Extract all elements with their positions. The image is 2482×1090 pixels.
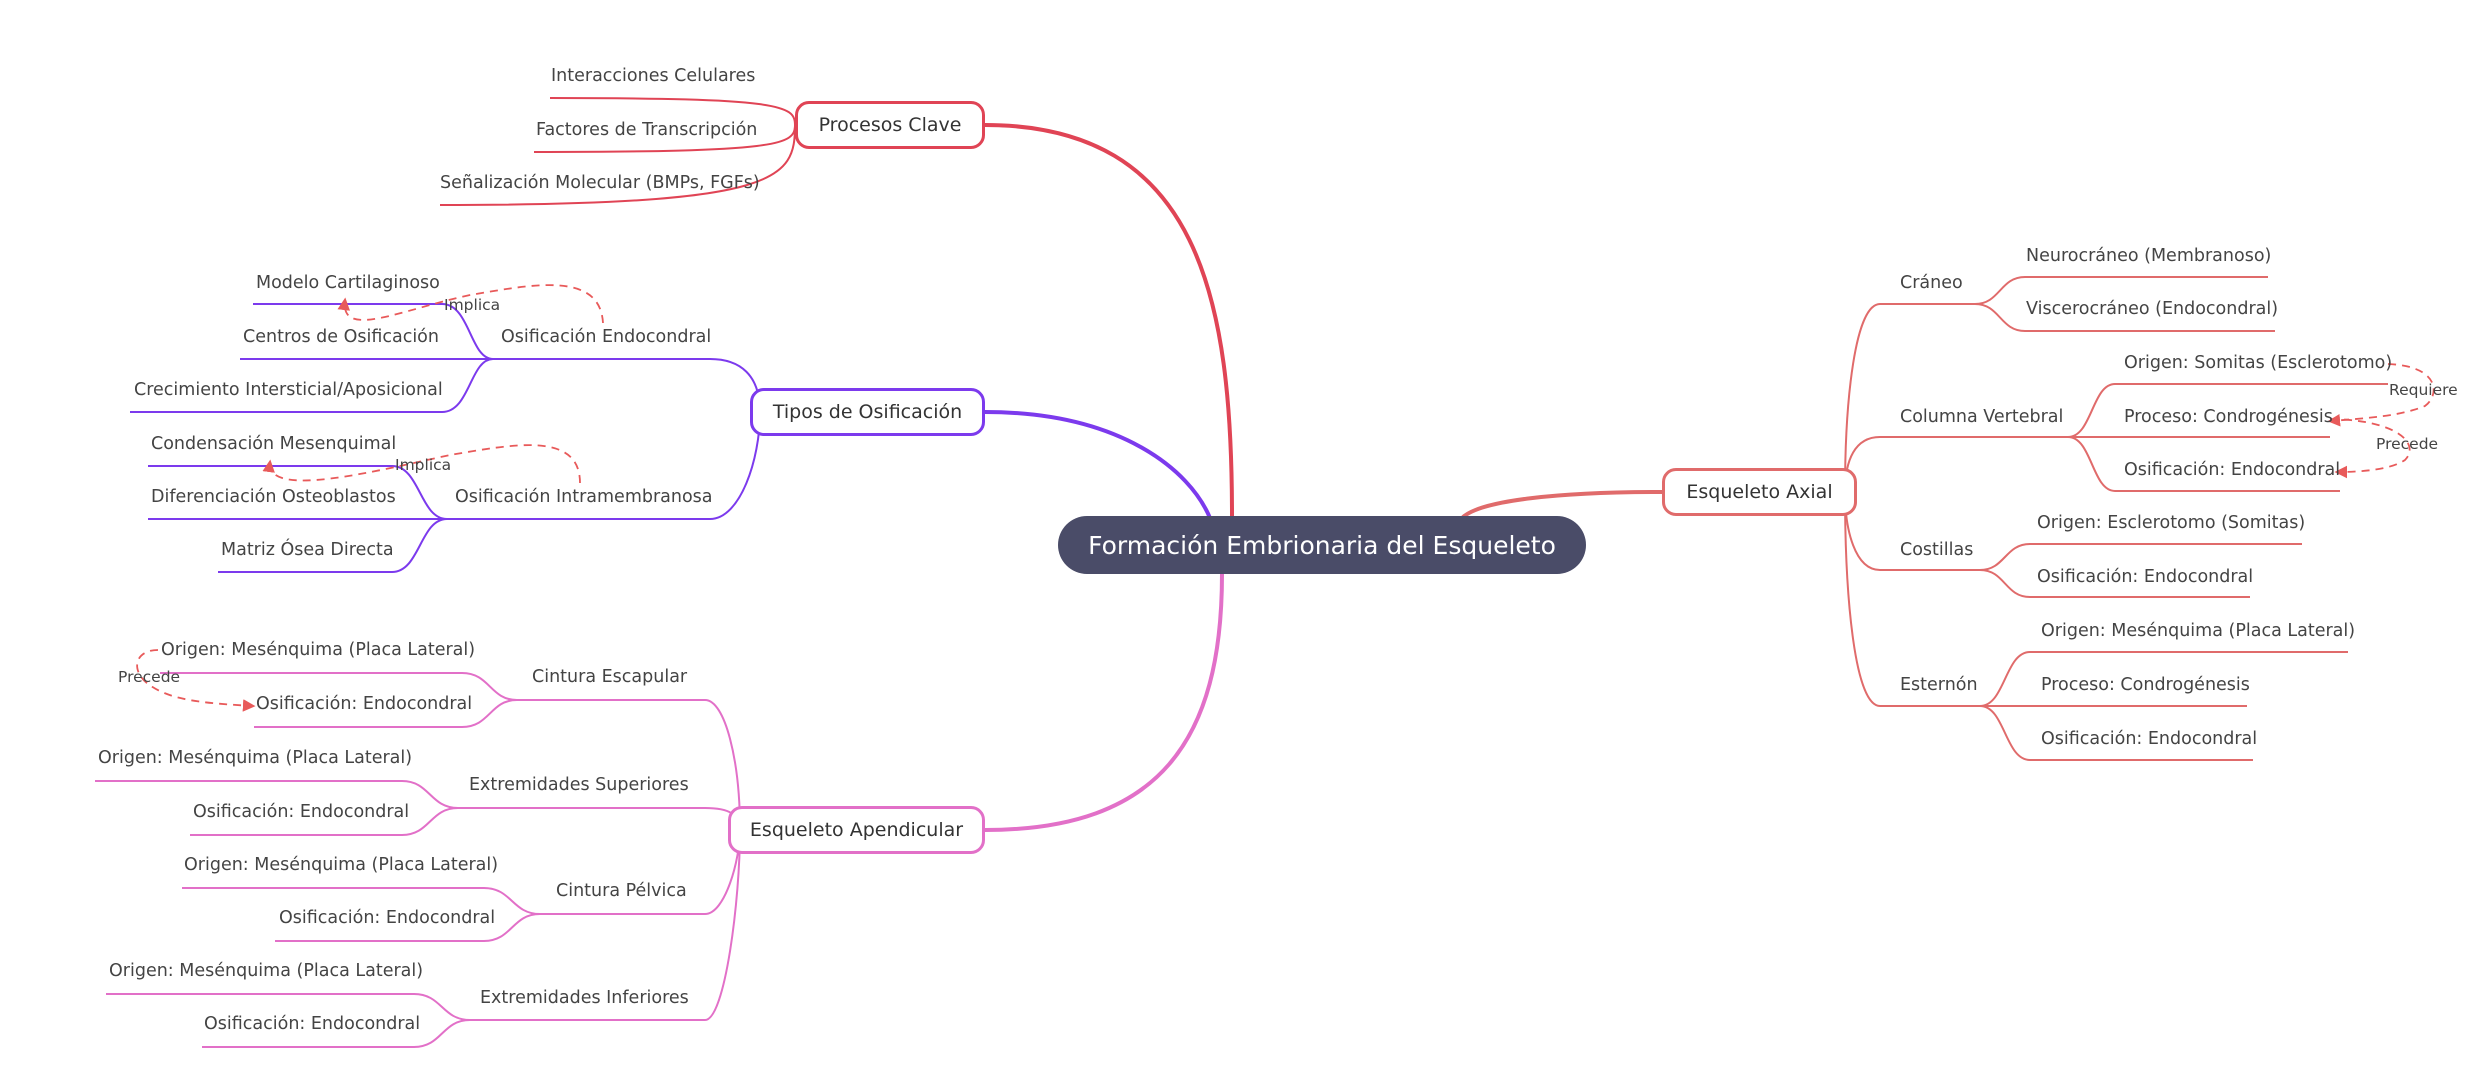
- sub-line-escapular: [517, 699, 741, 831]
- sub-esternon[interactable]: Esternón: [1900, 675, 1978, 695]
- relation-label-requiere-col[interactable]: Requiere: [2389, 381, 2458, 399]
- leaf-matriz-osea-directa[interactable]: Matriz Ósea Directa: [221, 540, 394, 560]
- leaf-interacciones-celulares[interactable]: Interacciones Celulares: [551, 66, 756, 86]
- sub-craneo[interactable]: Cráneo: [1900, 273, 1963, 293]
- branch-procesos-clave[interactable]: Procesos Clave: [795, 101, 985, 149]
- leaf-esternon-origen[interactable]: Origen: Mesénquima (Placa Lateral): [2041, 621, 2356, 641]
- relation-label-precede-esc[interactable]: Precede: [118, 668, 181, 686]
- leaf-costillas-osificacion[interactable]: Osificación: Endocondral: [2037, 567, 2254, 587]
- leaf-line-sup-1: [95, 780, 459, 809]
- leaf-line-procesos-1: [549, 97, 796, 126]
- leaf-line-sup-2: [190, 807, 459, 836]
- branch-tipos-osificacion[interactable]: Tipos de Osificación: [750, 388, 985, 436]
- leaf-crecimiento-intersticial[interactable]: Crecimiento Intersticial/Aposicional: [134, 380, 443, 400]
- sub-line-inferiores: [470, 829, 741, 1021]
- leaf-line-est-1: [1979, 651, 2348, 707]
- leaf-modelo-cartilaginoso[interactable]: Modelo Cartilaginoso: [256, 273, 440, 293]
- sub-cintura-pelvica[interactable]: Cintura Pélvica: [556, 881, 687, 901]
- branch-line-procesos: [984, 123, 1234, 517]
- sub-extremidades-superiores[interactable]: Extremidades Superiores: [469, 775, 689, 795]
- sub-costillas[interactable]: Costillas: [1900, 540, 1974, 560]
- sub-line-endocondral: [493, 358, 761, 413]
- leaf-line-cost-2: [1979, 569, 2250, 598]
- leaf-line-intra-1: [148, 465, 448, 520]
- leaf-centros-osificacion[interactable]: Centros de Osificación: [243, 327, 439, 347]
- branch-line-tipos: [984, 410, 1212, 519]
- leaf-line-cost-1: [1979, 543, 2302, 571]
- leaf-line-esc-1: [160, 672, 518, 701]
- leaf-line-pel-2: [275, 913, 541, 942]
- relation-label-precede-col[interactable]: Precede: [2376, 435, 2439, 453]
- sub-osificacion-endocondral[interactable]: Osificación Endocondral: [501, 327, 712, 347]
- sub-line-craneo: [1844, 303, 1975, 493]
- sub-line-superiores: [458, 807, 741, 831]
- leaf-line-inf-1: [106, 993, 471, 1021]
- leaf-columna-proceso[interactable]: Proceso: Condrogénesis: [2124, 407, 2333, 427]
- leaf-condensacion-mesenquimal[interactable]: Condensación Mesenquimal: [151, 434, 397, 454]
- sub-line-esternon: [1844, 491, 1980, 707]
- leaf-columna-osificacion[interactable]: Osificación: Endocondral: [2124, 460, 2341, 480]
- leaf-line-procesos-2: [533, 124, 796, 153]
- leaf-line-col-1: [2067, 383, 2388, 438]
- relation-label-implica-endo[interactable]: Implica: [444, 296, 501, 314]
- sub-cintura-escapular[interactable]: Cintura Escapular: [532, 667, 688, 687]
- leaf-line-col-3: [2067, 436, 2340, 492]
- leaf-line-intra-3: [218, 518, 448, 573]
- leaf-escapular-osificacion[interactable]: Osificación: Endocondral: [256, 694, 473, 714]
- leaf-line-craneo-1: [1974, 276, 2268, 305]
- branch-esqueleto-apendicular[interactable]: Esqueleto Apendicular: [728, 806, 985, 854]
- branch-line-apendicular: [984, 573, 1224, 832]
- leaf-line-endo-1: [253, 303, 494, 360]
- branch-esqueleto-axial[interactable]: Esqueleto Axial: [1662, 468, 1857, 516]
- leaf-neurocraneo[interactable]: Neurocráneo (Membranoso): [2026, 246, 2272, 266]
- leaf-columna-origen[interactable]: Origen: Somitas (Esclerotomo): [2124, 353, 2393, 373]
- leaf-line-inf-2: [202, 1019, 471, 1048]
- leaf-diferenciacion-osteoblastos[interactable]: Diferenciación Osteoblastos: [151, 487, 396, 507]
- leaf-line-endo-3: [130, 358, 494, 413]
- relation-arrow-implica-endo: [337, 284, 604, 324]
- leaf-pelvica-origen[interactable]: Origen: Mesénquima (Placa Lateral): [184, 855, 499, 875]
- relation-label-implica-intra[interactable]: Implica: [395, 456, 452, 474]
- leaf-line-pel-1: [182, 887, 541, 915]
- leaf-superiores-osificacion[interactable]: Osificación: Endocondral: [193, 802, 410, 822]
- leaf-factores-transcripcion[interactable]: Factores de Transcripción: [536, 120, 758, 140]
- leaf-superiores-origen[interactable]: Origen: Mesénquima (Placa Lateral): [98, 748, 413, 768]
- leaf-inferiores-origen[interactable]: Origen: Mesénquima (Placa Lateral): [109, 961, 424, 981]
- sub-osificacion-intramembranosa[interactable]: Osificación Intramembranosa: [455, 487, 713, 507]
- sub-columna-vertebral[interactable]: Columna Vertebral: [1900, 407, 2064, 427]
- central-topic[interactable]: Formación Embrionaria del Esqueleto: [1058, 516, 1586, 574]
- leaf-viscerocraneo[interactable]: Viscerocráneo (Endocondral): [2026, 299, 2279, 319]
- leaf-senalizacion-molecular[interactable]: Señalización Molecular (BMPs, FGFs): [440, 173, 760, 193]
- sub-line-columna: [1844, 436, 2068, 493]
- leaf-line-craneo-2: [1974, 303, 2275, 332]
- relation-arrow-requiere-col: [2327, 363, 2435, 427]
- relation-arrow-precede-esc: [136, 649, 256, 712]
- leaf-costillas-origen[interactable]: Origen: Esclerotomo (Somitas): [2037, 513, 2306, 533]
- leaf-line-procesos-3: [439, 124, 796, 206]
- leaf-escapular-origen[interactable]: Origen: Mesénquima (Placa Lateral): [161, 640, 476, 660]
- leaf-inferiores-osificacion[interactable]: Osificación: Endocondral: [204, 1014, 421, 1034]
- branch-line-axial: [1460, 490, 1663, 520]
- leaf-esternon-osificacion[interactable]: Osificación: Endocondral: [2041, 729, 2258, 749]
- leaf-pelvica-osificacion[interactable]: Osificación: Endocondral: [279, 908, 496, 928]
- leaf-line-esc-2: [254, 699, 518, 728]
- leaf-line-est-3: [1979, 705, 2253, 761]
- sub-extremidades-inferiores[interactable]: Extremidades Inferiores: [480, 988, 689, 1008]
- relation-arrow-implica-intra: [262, 444, 581, 484]
- leaf-esternon-proceso[interactable]: Proceso: Condrogénesis: [2041, 675, 2250, 695]
- relation-arrow-precede-col: [2329, 418, 2411, 479]
